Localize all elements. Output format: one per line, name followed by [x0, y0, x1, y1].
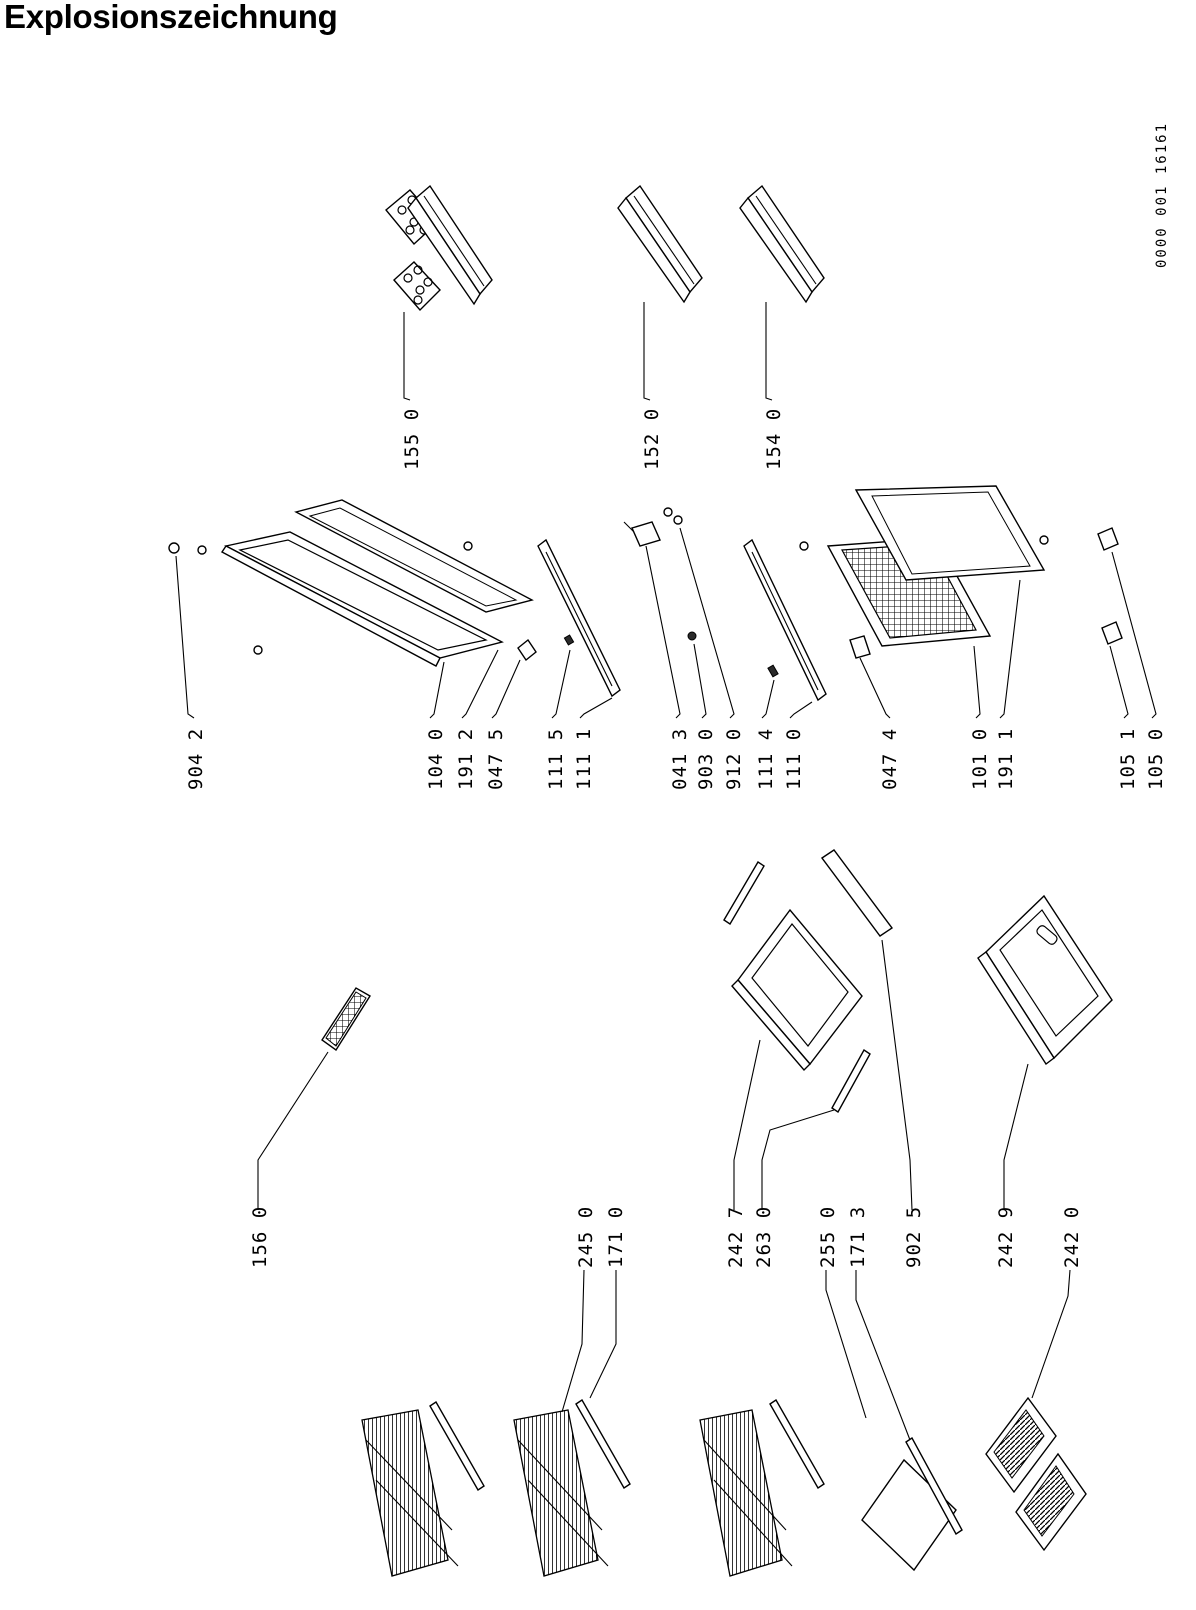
door-shelf-2 — [617, 184, 703, 304]
label-111-1: 111 1 — [573, 728, 595, 790]
freezer-door-group — [168, 499, 537, 719]
grille-frame-group — [799, 485, 1049, 719]
label-047-5: 047 5 — [485, 728, 507, 790]
label-242-7: 242 7 — [725, 1206, 747, 1268]
label-242-0: 242 0 — [1061, 1206, 1083, 1268]
part-labels: 155 0 152 0 154 0 904 2 104 0 191 2 047 … — [185, 408, 1167, 1268]
label-191-2: 191 2 — [455, 728, 477, 790]
glass-shelf — [825, 1270, 963, 1572]
rack-3 — [699, 1399, 825, 1577]
label-903-0: 903 0 — [695, 728, 717, 790]
label-912-0: 912 0 — [723, 728, 745, 790]
label-111-5: 111 5 — [545, 728, 567, 790]
door-shelf-1 — [407, 184, 493, 306]
svg-text:0000 001 16161: 0000 001 16161 — [1154, 122, 1170, 268]
label-041-3: 041 3 — [669, 728, 691, 790]
label-101-0: 101 0 — [969, 728, 991, 790]
label-047-4: 047 4 — [879, 728, 901, 790]
label-171-3: 171 3 — [847, 1206, 869, 1268]
label-242-9: 242 9 — [995, 1206, 1017, 1268]
drawer-lower — [977, 894, 1113, 1210]
label-105-1: 105 1 — [1117, 728, 1139, 790]
label-263-0: 263 0 — [753, 1206, 775, 1268]
door-shelf-3 — [739, 184, 825, 304]
rack-2 — [513, 1269, 631, 1577]
label-105-0: 105 0 — [1145, 728, 1167, 790]
rack-1 — [361, 1401, 485, 1577]
drawer-upper — [723, 849, 913, 1211]
label-255-0: 255 0 — [817, 1206, 839, 1268]
door-shelf-group — [385, 184, 825, 401]
clip-group — [1097, 527, 1157, 719]
ice-tray — [257, 987, 371, 1210]
label-902-5: 902 5 — [903, 1206, 925, 1268]
hinge-group — [623, 507, 735, 719]
label-111-0: 111 0 — [783, 728, 805, 790]
label-104-0: 104 0 — [425, 728, 447, 790]
label-155-0: 155 0 — [401, 408, 423, 470]
label-904-2: 904 2 — [185, 728, 207, 790]
label-171-0: 171 0 — [605, 1206, 627, 1268]
small-bins — [985, 1269, 1087, 1552]
egg-tray-lower — [393, 261, 441, 312]
page-title: Explosionszeichnung — [4, 0, 338, 35]
rail-group-2 — [743, 538, 827, 719]
label-245-0: 245 0 — [575, 1206, 597, 1268]
doc-number: 0000 001 16161 — [1154, 122, 1170, 268]
label-111-4: 111 4 — [755, 728, 777, 790]
label-156-0: 156 0 — [249, 1206, 271, 1268]
rail-group-1 — [537, 538, 621, 719]
label-152-0: 152 0 — [641, 408, 663, 470]
label-154-0: 154 0 — [763, 408, 785, 470]
label-191-1: 191 1 — [995, 728, 1017, 790]
